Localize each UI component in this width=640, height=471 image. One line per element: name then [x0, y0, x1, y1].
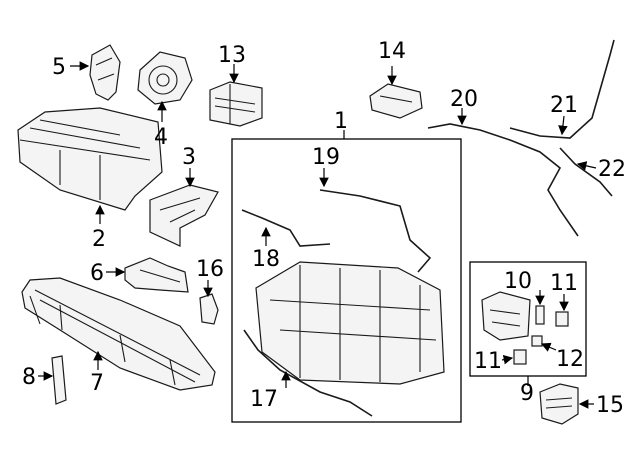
- part-21-harness[interactable]: [509, 39, 615, 139]
- part-11a-relay[interactable]: [555, 311, 569, 327]
- leader-lines: [38, 61, 597, 409]
- group-frame-1: [231, 138, 462, 423]
- callout-6: 6: [90, 261, 104, 286]
- callout-3: 3: [182, 145, 196, 170]
- part-22-harness[interactable]: [559, 147, 613, 197]
- part-6-air-duct[interactable]: [124, 257, 189, 293]
- part-1-battery-pack[interactable]: [255, 261, 445, 385]
- part-4-fan[interactable]: [137, 51, 193, 105]
- part-8-bracket[interactable]: [51, 355, 67, 405]
- callout-20: 20: [450, 87, 478, 112]
- part-16-clip[interactable]: [199, 293, 219, 325]
- part-18-harness[interactable]: [241, 209, 331, 247]
- part-9-junction-box[interactable]: [481, 291, 531, 341]
- part-3-bracket[interactable]: [149, 184, 219, 247]
- callout-10: 10: [504, 269, 532, 294]
- callout-13: 13: [218, 43, 246, 68]
- part-11b-relay[interactable]: [513, 349, 527, 365]
- part-5-duct[interactable]: [89, 44, 121, 101]
- callout-17: 17: [250, 387, 278, 412]
- callout-18: 18: [252, 247, 280, 272]
- callout-5: 5: [52, 55, 66, 80]
- callout-4: 4: [154, 125, 168, 150]
- part-10-relay[interactable]: [535, 305, 545, 325]
- part-2-cover[interactable]: [17, 107, 163, 211]
- part-20-harness[interactable]: [427, 123, 579, 237]
- callout-2: 2: [92, 227, 106, 252]
- callout-1: 1: [334, 109, 348, 134]
- callout-21: 21: [550, 93, 578, 118]
- callout-7: 7: [90, 371, 104, 396]
- part-15-connector[interactable]: [539, 383, 579, 425]
- callout-14: 14: [378, 39, 406, 64]
- part-17-harness[interactable]: [243, 329, 373, 417]
- callout-16: 16: [196, 257, 224, 282]
- callout-11-top: 11: [550, 271, 578, 296]
- part-19-harness[interactable]: [319, 189, 432, 273]
- callout-12: 12: [556, 347, 584, 372]
- callout-22: 22: [598, 157, 626, 182]
- callout-8: 8: [22, 365, 36, 390]
- part-13-module[interactable]: [209, 81, 263, 127]
- part-12-fuse[interactable]: [531, 335, 543, 347]
- part-14-plate[interactable]: [369, 83, 423, 119]
- part-7-frame-rail[interactable]: [21, 277, 216, 391]
- callout-9: 9: [520, 381, 534, 406]
- callout-19: 19: [312, 145, 340, 170]
- callout-15: 15: [596, 393, 624, 418]
- callout-11-bottom: 11: [474, 349, 502, 374]
